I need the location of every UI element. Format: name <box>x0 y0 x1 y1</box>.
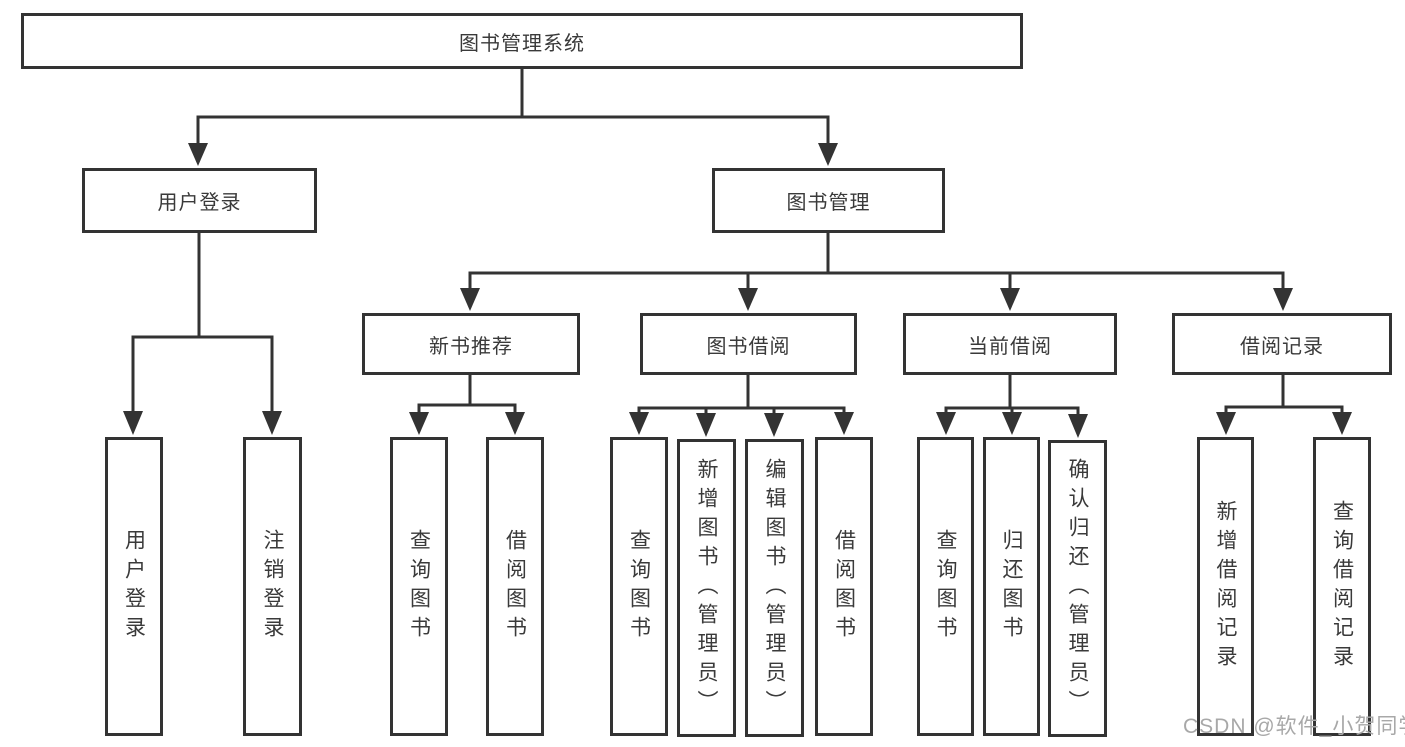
leaf-recommend-query-book: 查询图书 <box>390 437 448 736</box>
node-root-system: 图书管理系统 <box>21 13 1023 69</box>
leaf-logout-label: 注销登录 <box>261 528 285 645</box>
leaf-borrowing-query-book: 查询图书 <box>610 437 668 736</box>
leaf-confirm-return-admin: 确认归还（管理员） <box>1048 440 1107 737</box>
node-root-system-label: 图书管理系统 <box>459 32 585 55</box>
leaf-edit-book-admin-label: 编辑图书（管理员） <box>763 457 787 719</box>
node-book-management-label: 图书管理 <box>786 192 871 214</box>
node-current-borrowing-label: 当前借阅 <box>968 335 1052 358</box>
leaf-user-login: 用户登录 <box>105 437 163 736</box>
node-book-management: 图书管理 <box>712 168 945 233</box>
node-new-book-recommend: 新书推荐 <box>362 313 580 375</box>
leaf-add-book-admin-label: 新增图书（管理员） <box>695 457 719 719</box>
node-book-borrowing-label: 图书借阅 <box>706 335 791 358</box>
node-current-borrowing: 当前借阅 <box>903 313 1117 375</box>
node-book-borrowing: 图书借阅 <box>640 313 857 375</box>
node-borrow-records: 借阅记录 <box>1172 313 1392 375</box>
leaf-add-book-admin: 新增图书（管理员） <box>677 439 736 737</box>
leaf-recommend-query-book-label: 查询图书 <box>407 528 431 645</box>
leaf-query-borrow-record: 查询借阅记录 <box>1313 437 1371 736</box>
csdn-watermark: CSDN @软件_小贺同学 <box>1183 715 1405 738</box>
leaf-add-borrow-record: 新增借阅记录 <box>1197 437 1254 736</box>
node-borrow-records-label: 借阅记录 <box>1240 335 1324 358</box>
leaf-user-login-label: 用户登录 <box>122 528 146 645</box>
node-user-login-label: 用户登录 <box>157 192 242 214</box>
node-new-book-recommend-label: 新书推荐 <box>429 335 513 358</box>
leaf-borrowing-borrow-book: 借阅图书 <box>815 437 873 736</box>
leaf-logout: 注销登录 <box>243 437 302 736</box>
leaf-query-borrow-record-label: 查询借阅记录 <box>1330 499 1354 674</box>
leaf-borrowing-query-book-label: 查询图书 <box>627 528 651 645</box>
leaf-current-query-book-label: 查询图书 <box>934 528 958 645</box>
leaf-add-borrow-record-label: 新增借阅记录 <box>1214 499 1238 674</box>
node-user-login: 用户登录 <box>82 168 317 233</box>
leaf-return-book: 归还图书 <box>983 437 1040 736</box>
leaf-recommend-borrow-book: 借阅图书 <box>486 437 544 736</box>
leaf-recommend-borrow-book-label: 借阅图书 <box>503 528 527 645</box>
arrowheads <box>123 143 1352 438</box>
leaf-current-query-book: 查询图书 <box>917 437 974 736</box>
leaf-return-book-label: 归还图书 <box>1000 528 1024 645</box>
leaf-edit-book-admin: 编辑图书（管理员） <box>745 439 804 737</box>
leaf-borrowing-borrow-book-label: 借阅图书 <box>832 528 856 645</box>
leaf-confirm-return-admin-label: 确认归还（管理员） <box>1066 458 1090 719</box>
